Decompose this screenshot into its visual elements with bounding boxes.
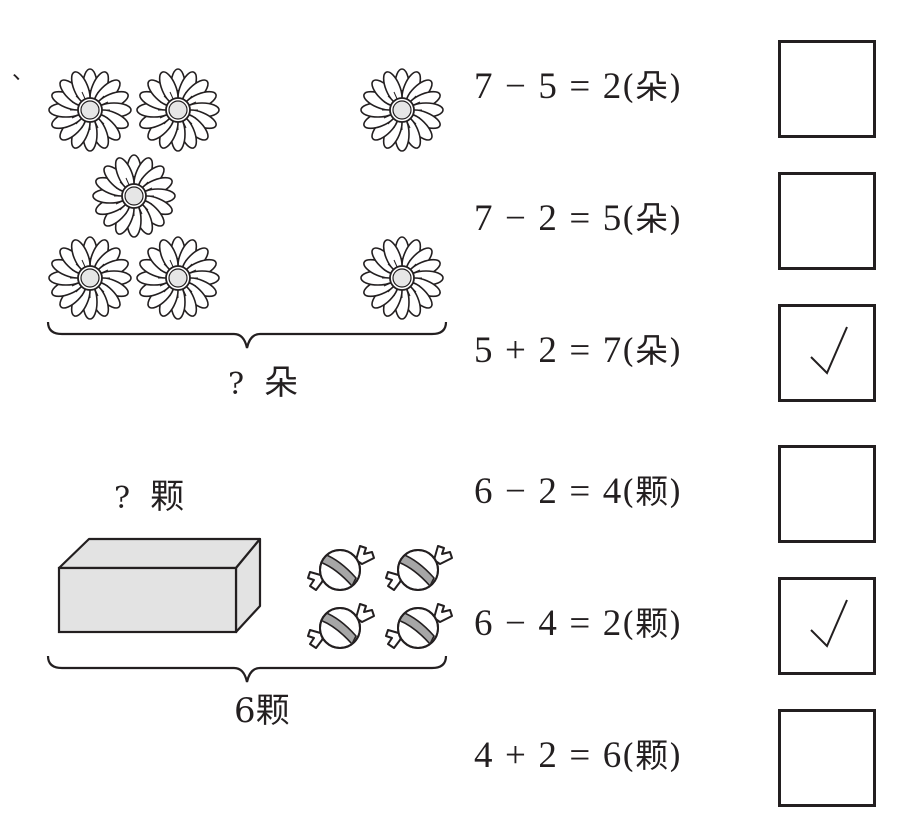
operand-b: 5	[538, 66, 558, 107]
check-mark-icon	[810, 599, 848, 648]
operand-a: 5	[474, 330, 493, 371]
operand-a: 6	[474, 603, 493, 644]
operand-b: 2	[538, 735, 558, 776]
candy-total-brace	[46, 655, 448, 683]
flower-total-label: ?朵	[228, 366, 298, 400]
equation-row: 5 +2 = 7(朵)	[474, 332, 682, 369]
flower-icon	[48, 68, 132, 152]
operand-b: 2	[538, 198, 558, 239]
candy-total-label: 6颗	[234, 694, 290, 728]
unit: (朵)	[621, 331, 682, 370]
equation-row: 4 +2 = 6(颗)	[474, 737, 682, 774]
result: 2	[602, 603, 622, 644]
equals-sign: =	[569, 471, 591, 512]
operator: −	[505, 603, 527, 644]
operator: +	[505, 330, 527, 371]
total-value: 6	[234, 691, 256, 731]
equation-row: 6−4 = 2(颗)	[474, 605, 682, 642]
candy-box-icon	[57, 537, 262, 634]
operand-b: 4	[538, 603, 558, 644]
candy-icon	[304, 540, 376, 596]
answer-checkbox[interactable]	[778, 445, 876, 543]
operand-b: 2	[538, 471, 558, 512]
flower-total-brace	[46, 321, 448, 349]
answer-checkbox[interactable]	[778, 40, 876, 138]
answer-checkbox[interactable]	[778, 172, 876, 270]
operator: −	[505, 66, 527, 107]
unit: (颗)	[621, 472, 682, 511]
unknown-symbol: ?	[114, 481, 131, 516]
equation-row: 6−2 = 4(颗)	[474, 473, 682, 510]
candy-icon	[382, 540, 454, 596]
equals-sign: =	[569, 603, 591, 644]
flower-icon	[360, 236, 444, 320]
answer-checkbox-checked[interactable]	[778, 577, 876, 675]
unknown-symbol: ?	[228, 367, 245, 402]
answer-checkbox[interactable]	[778, 709, 876, 807]
check-mark-icon	[810, 326, 848, 375]
result: 2	[602, 66, 622, 107]
flower-icon	[48, 236, 132, 320]
unit: (颗)	[621, 736, 682, 775]
equation-row: 7−2 = 5(朵)	[474, 200, 682, 237]
operand-b: 2	[538, 330, 558, 371]
result: 4	[602, 471, 622, 512]
candy-icon	[304, 598, 376, 654]
equals-sign: =	[569, 66, 591, 107]
candy-icon	[382, 598, 454, 654]
unit: (朵)	[621, 199, 682, 238]
flower-icon	[136, 68, 220, 152]
result: 7	[602, 330, 622, 371]
flower-icon	[360, 68, 444, 152]
answer-checkbox-checked[interactable]	[778, 304, 876, 402]
flower-icon	[92, 154, 176, 238]
equals-sign: =	[569, 735, 591, 776]
flower-icon	[136, 236, 220, 320]
hidden-candy-label: ?颗	[114, 480, 184, 514]
equals-sign: =	[569, 198, 591, 239]
unit-text: 颗	[255, 691, 290, 731]
operand-a: 6	[474, 471, 493, 512]
operator: +	[505, 735, 527, 776]
operand-a: 7	[474, 66, 493, 107]
unit: (颗)	[621, 604, 682, 643]
unit-text: 颗	[150, 477, 185, 517]
operand-a: 7	[474, 198, 493, 239]
operator: −	[505, 198, 527, 239]
equation-row: 7−5 = 2(朵)	[474, 68, 682, 105]
operand-a: 4	[474, 735, 493, 776]
question-number-mark: 、	[12, 60, 35, 85]
equals-sign: =	[569, 330, 591, 371]
result: 6	[602, 735, 622, 776]
unit-text: 朵	[264, 363, 299, 403]
result: 5	[602, 198, 622, 239]
unit: (朵)	[621, 67, 682, 106]
operator: −	[505, 471, 527, 512]
